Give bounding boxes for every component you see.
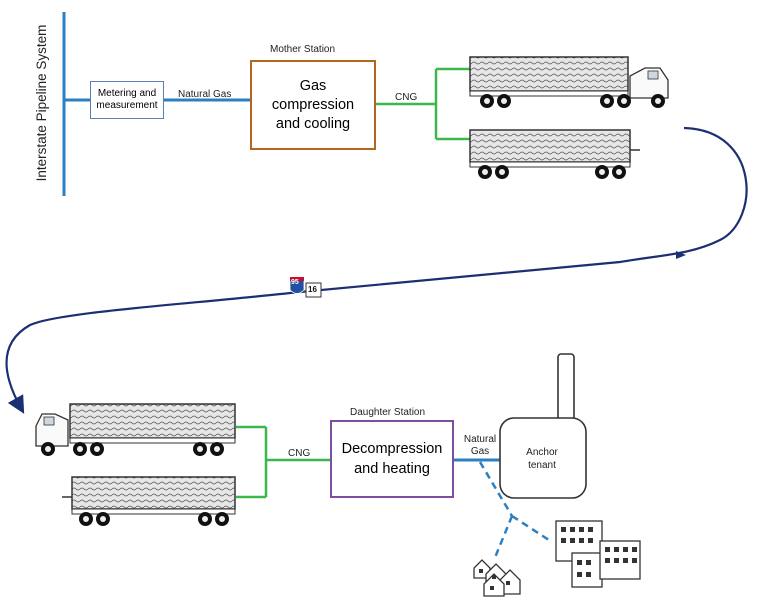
cng-lines-top — [376, 67, 470, 141]
commercial-buildings-icon — [555, 520, 641, 588]
distribution-lines — [478, 461, 553, 561]
cng-trailer-bottom-2 — [62, 476, 236, 526]
mother-station-title: Mother Station — [270, 44, 336, 55]
natural-gas-label-top: Natural Gas — [178, 89, 232, 100]
anchor-tenant-label: Anchor tenant — [526, 447, 558, 471]
transport-route — [5, 126, 748, 414]
metering-box: Metering and measurement — [90, 81, 164, 119]
daughter-station-body: Decompression and heating — [341, 441, 443, 477]
mother-station-body: Gas compression and cooling — [271, 77, 355, 132]
cng-label-bottom: CNG — [288, 448, 311, 459]
daughter-station-box: Decompression and heating — [330, 420, 454, 498]
pipeline-label: Interstate Pipeline System — [34, 24, 49, 182]
cng-lines-bottom — [236, 425, 330, 499]
natural-gas-label-bottom: Natural Gas — [463, 434, 497, 457]
interstate-shield-icon — [289, 276, 305, 294]
metering-label: Metering and measurement — [96, 88, 158, 111]
anchor-tenant-building — [499, 417, 587, 499]
houses-icon — [473, 559, 521, 597]
mother-station-box: Gas compression and cooling — [250, 60, 376, 150]
state-route-shield-icon — [305, 282, 322, 298]
state-route-shield-number: 16 — [308, 285, 317, 294]
interstate-shield-number: 95 — [291, 279, 299, 286]
daughter-station-title: Daughter Station — [350, 407, 426, 418]
cng-trailer-top-2 — [469, 129, 640, 179]
cng-label-top: CNG — [395, 92, 418, 103]
cng-truck-top-1 — [469, 56, 669, 108]
route-arrow-right — [676, 251, 686, 259]
cng-truck-bottom-1 — [35, 403, 236, 456]
chimney — [557, 353, 575, 421]
